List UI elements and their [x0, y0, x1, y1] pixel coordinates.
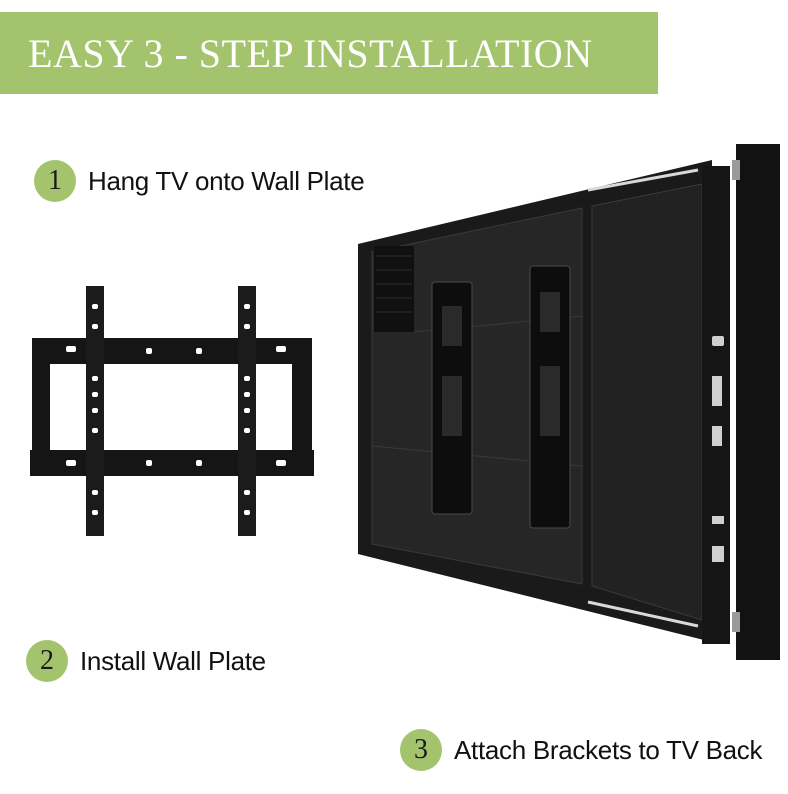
title-banner: EASY 3 - STEP INSTALLATION — [0, 12, 658, 94]
step-1: 1 Hang TV onto Wall Plate — [34, 160, 365, 202]
step-label: Install Wall Plate — [80, 645, 266, 676]
step-label: Attach Brackets to TV Back — [454, 734, 763, 765]
step-2: 2 Install Wall Plate — [26, 640, 266, 682]
step-number-badge: 1 — [34, 160, 76, 202]
step-label: Hang TV onto Wall Plate — [88, 165, 365, 196]
step-3: 3 Attach Brackets to TV Back — [400, 729, 762, 771]
step-number-badge: 2 — [26, 640, 68, 682]
page-title: EASY 3 - STEP INSTALLATION — [28, 30, 593, 76]
tv-back-with-brackets-icon — [358, 144, 780, 660]
step-number-badge: 3 — [400, 729, 442, 771]
wall-plate-bracket-icon — [30, 286, 314, 536]
